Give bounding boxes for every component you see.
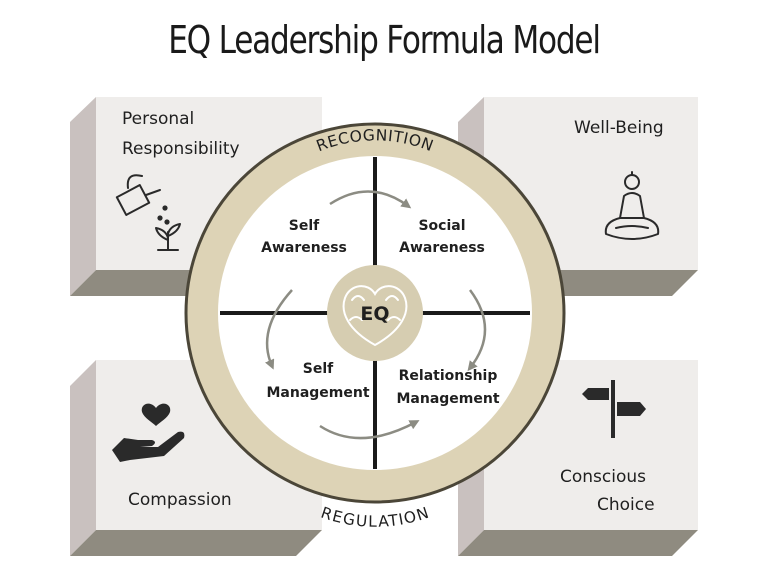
- label-self-management-2: Management: [266, 385, 369, 401]
- box-bottom: [458, 530, 698, 556]
- page-title: EQ Leadership Formula Model: [168, 18, 601, 62]
- arrow-right: [467, 289, 487, 372]
- label-social-awareness-2: Awareness: [399, 240, 485, 256]
- label-self-awareness-2: Awareness: [261, 240, 347, 256]
- heart-in-hand-icon: [112, 403, 185, 462]
- arrow-top: [329, 190, 412, 209]
- box-side: [70, 97, 96, 296]
- label-self-management-1: Self: [303, 361, 334, 377]
- arrow-bottom: [319, 420, 420, 440]
- signpost-icon: [582, 380, 646, 438]
- label-well-being: Well-Being: [574, 118, 664, 138]
- label-conscious: Conscious: [560, 467, 646, 487]
- watering-can-icon: [115, 174, 181, 251]
- label-relationship-management-1: Relationship: [399, 368, 498, 384]
- label-social-awareness-1: Social: [418, 218, 465, 234]
- arrow-left: [264, 289, 293, 370]
- label-self-awareness-1: Self: [289, 218, 320, 234]
- label-personal-responsibility-2: Responsibility: [122, 139, 240, 159]
- box-side: [70, 360, 96, 556]
- label-choice: Choice: [597, 495, 655, 515]
- label-personal-responsibility-1: Personal: [122, 109, 194, 129]
- brain-heart-icon: [342, 285, 408, 347]
- label-compassion: Compassion: [128, 490, 232, 510]
- eq-label: EQ: [360, 303, 389, 325]
- box-bottom: [70, 530, 322, 556]
- label-relationship-management-2: Management: [396, 391, 499, 407]
- meditation-icon: [604, 171, 660, 240]
- ring-label-regulation: REGULATION: [319, 504, 432, 531]
